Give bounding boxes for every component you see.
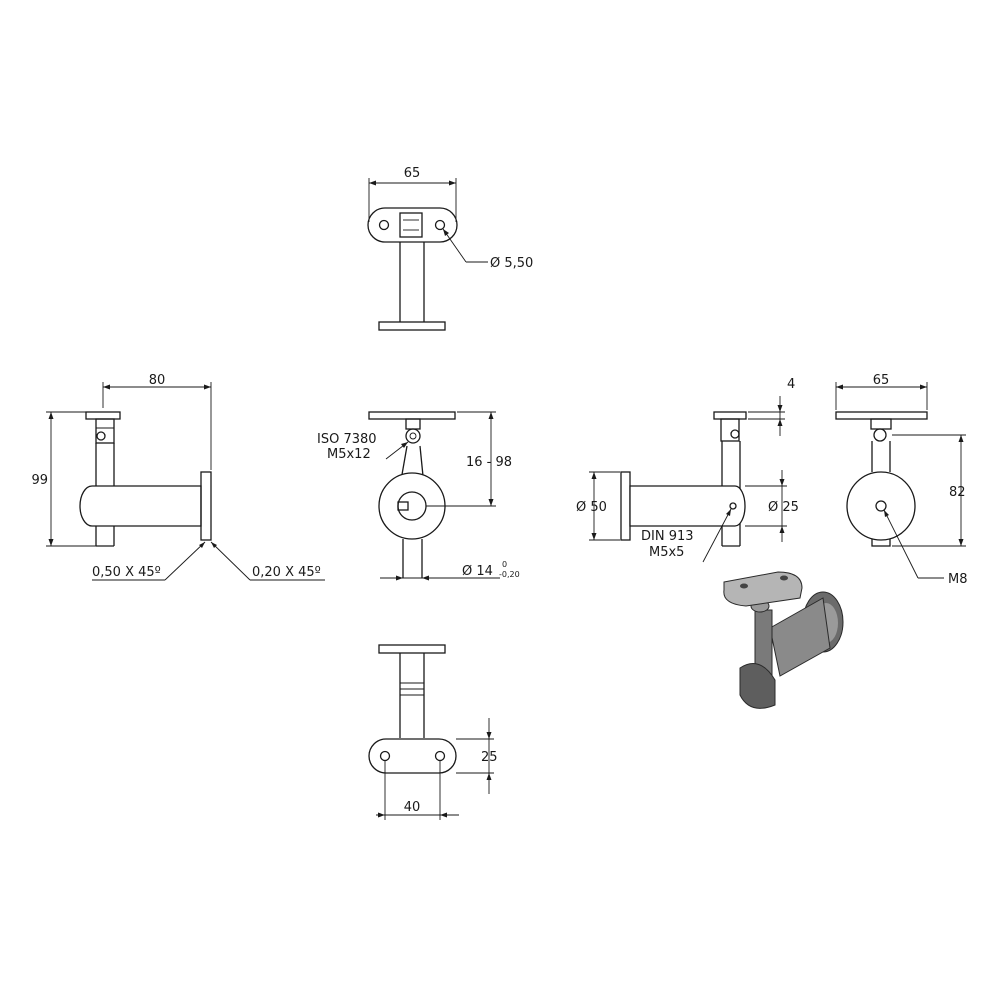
dim-plate-thickness: 4 xyxy=(787,377,795,392)
dim-thread: M8 xyxy=(948,572,968,587)
pin-size: M5x12 xyxy=(327,447,371,462)
screw-std: DIN 913 xyxy=(641,529,694,544)
pin-std: ISO 7380 xyxy=(317,432,377,447)
dim-bar-dia: Ø 14 xyxy=(462,564,493,579)
bottom-view: 25 40 xyxy=(368,644,498,820)
dim-flange-dia: Ø 50 xyxy=(576,500,607,515)
dim-bottom-height: 25 xyxy=(481,750,498,765)
dim-chamfer-right: 0,20 X 45º xyxy=(252,565,321,580)
dim-tube-dia: Ø 25 xyxy=(768,500,799,515)
dim-top-width: 65 xyxy=(404,166,421,181)
end-view: 65 82 M8 xyxy=(835,373,968,587)
screw-size: M5x5 xyxy=(649,545,684,560)
top-view: 65 Ø 5,50 xyxy=(367,166,533,331)
tol-upper: 0 xyxy=(502,560,507,569)
isometric-render xyxy=(723,571,844,709)
dim-bottom-width: 40 xyxy=(404,800,421,815)
dim-right-width: 65 xyxy=(873,373,890,388)
dim-top-hole: Ø 5,50 xyxy=(490,256,533,271)
dim-side-height: 99 xyxy=(31,473,48,488)
tol-lower: -0,20 xyxy=(499,570,520,579)
side-view-left: 80 99 0,50 X 45º 0,20 X 45º xyxy=(31,373,325,581)
side-view-right: 4 Ø 50 Ø 25 DIN 913 M5x5 xyxy=(576,377,799,563)
dim-side-width: 80 xyxy=(149,373,166,388)
dim-right-height: 82 xyxy=(949,485,966,500)
dim-chamfer-left: 0,50 X 45º xyxy=(92,565,161,580)
front-view: ISO 7380 M5x12 16 - 98 Ø 14 0 -0,20 xyxy=(317,411,520,581)
dim-adjust-range: 16 - 98 xyxy=(466,455,512,470)
